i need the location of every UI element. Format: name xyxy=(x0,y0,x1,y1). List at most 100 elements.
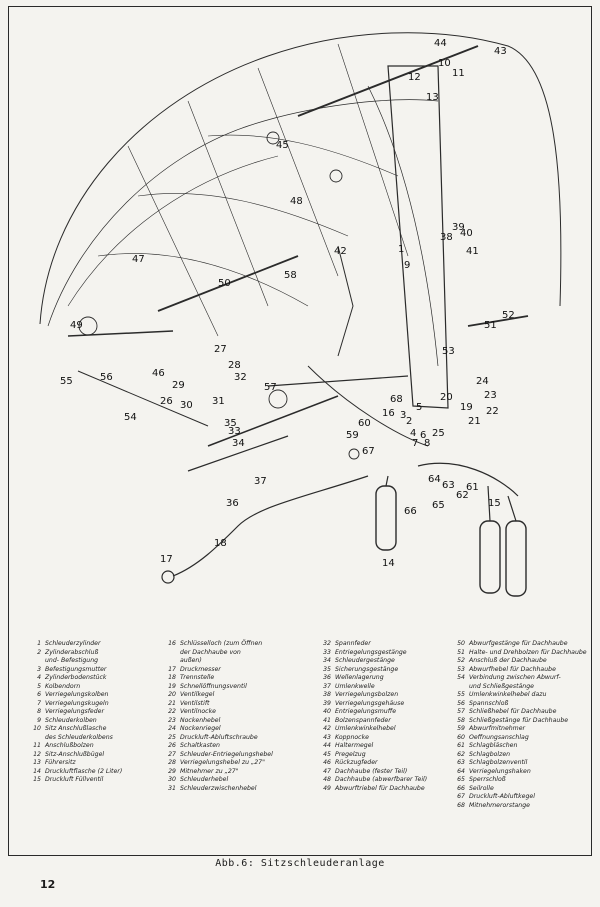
legend-number: 22 xyxy=(168,708,176,715)
callout-number: 59 xyxy=(346,430,359,441)
legend-number: 29 xyxy=(168,767,176,775)
legend-number: 33 xyxy=(323,648,331,656)
legend-text: Bolzenspannfeder xyxy=(335,716,391,724)
legend-text: der Dachhaube von xyxy=(180,648,241,656)
callout-number: 40 xyxy=(460,228,473,239)
callout-number: 8 xyxy=(424,438,430,449)
legend-text: Verriegelungsbolzen xyxy=(335,691,399,698)
callout-number: 56 xyxy=(100,372,113,383)
legend-number: 61 xyxy=(457,742,465,749)
legend-number xyxy=(30,657,41,666)
legend-text: Kolbendorn xyxy=(45,682,81,690)
legend-number: 40 xyxy=(323,708,331,715)
callout-number: 13 xyxy=(426,92,439,103)
callout-number: 28 xyxy=(228,360,241,371)
callout-number: 16 xyxy=(382,408,395,419)
legend-number: 43 xyxy=(323,733,331,741)
callout-number: 19 xyxy=(460,402,473,413)
legend-number: 12 xyxy=(33,750,41,758)
callout-number: 9 xyxy=(404,260,410,271)
callout-number: 47 xyxy=(132,254,145,265)
air-bottle-2 xyxy=(479,520,501,594)
callout-number: 52 xyxy=(502,310,515,321)
callout-number: 1 xyxy=(398,244,404,255)
callout-number: 67 xyxy=(362,446,375,457)
legend-number: 46 xyxy=(323,759,331,766)
callout-number: 68 xyxy=(390,394,403,405)
legend-text: Schaltkasten xyxy=(180,742,220,749)
legend-number: 30 xyxy=(168,776,176,783)
legend-text: Mitnehmerorstange xyxy=(469,801,530,809)
legend-number: 67 xyxy=(457,793,465,800)
legend-text: Spannfeder xyxy=(335,640,371,647)
legend-number: 25 xyxy=(168,733,176,741)
legend-number: 41 xyxy=(323,716,331,724)
callout-number: 42 xyxy=(334,246,347,257)
legend-number: 51 xyxy=(457,648,465,656)
legend-text: Anschluß der Dachhaube xyxy=(469,657,547,664)
legend-text: Schleuderhebel xyxy=(180,776,229,783)
legend-text: Sicherungsgestänge xyxy=(335,665,399,673)
legend-text: Verriegelungsfeder xyxy=(45,708,105,715)
callout-number: 31 xyxy=(212,396,225,407)
legend-text: Nockenriegel xyxy=(180,725,221,732)
legend-number: 34 xyxy=(323,657,331,664)
legend-number: 2 xyxy=(37,648,41,656)
figure-caption: Abb.6: Sitzschleuderanlage xyxy=(215,858,385,869)
callout-number: 63 xyxy=(442,480,455,491)
callout-number: 39 xyxy=(452,222,465,233)
legend-text: Verriegelungsgehäuse xyxy=(335,699,405,707)
legend-number: 56 xyxy=(457,699,465,707)
legend-text: Schlagbolzenventil xyxy=(469,759,528,766)
legend-number: 8 xyxy=(37,708,41,715)
legend-text: Seilrolle xyxy=(469,784,494,792)
legend-number xyxy=(454,683,465,692)
legend-item: und Schließgestänge xyxy=(454,683,594,692)
callout-number: 54 xyxy=(124,412,137,423)
legend-number: 13 xyxy=(33,759,41,766)
callout-number: 12 xyxy=(408,72,421,83)
legend-number: 32 xyxy=(323,640,331,647)
callout-number: 66 xyxy=(404,506,417,517)
legend-text: Verriegelungshebel zu „27" xyxy=(180,759,265,766)
callout-number: 60 xyxy=(358,418,371,429)
legend-number: 36 xyxy=(323,674,331,681)
callout-number: 23 xyxy=(484,390,497,401)
callout-number: 51 xyxy=(484,320,497,331)
legend-text: Befestigungsmutter xyxy=(45,665,107,673)
callout-number: 61 xyxy=(466,482,479,493)
legend-number: 14 xyxy=(33,767,41,775)
callout-number: 5 xyxy=(416,402,422,413)
legend-number: 19 xyxy=(168,682,176,690)
legend-number: 58 xyxy=(457,716,465,724)
callout-number: 3 xyxy=(400,410,406,421)
